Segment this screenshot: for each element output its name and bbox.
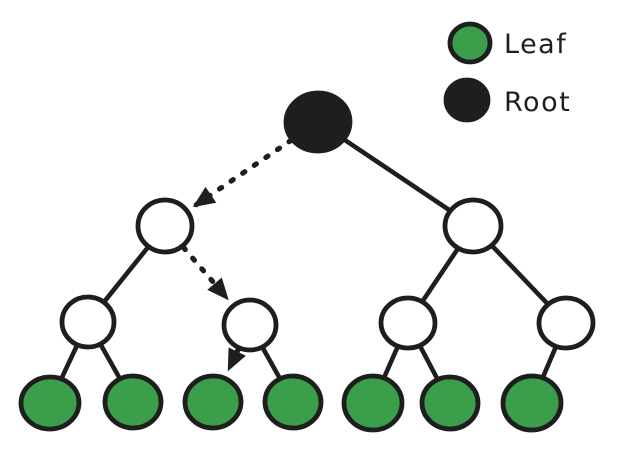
legend-root-swatch bbox=[443, 77, 491, 123]
internal-node bbox=[378, 295, 438, 351]
leaf-node bbox=[500, 373, 564, 433]
leaf-node bbox=[18, 374, 82, 432]
nodes-layer bbox=[18, 90, 596, 433]
legend-root-label: Root bbox=[504, 87, 571, 118]
legend-leaf-swatch bbox=[447, 21, 493, 65]
leaf-node bbox=[102, 373, 164, 431]
tree-edge bbox=[99, 343, 122, 380]
internal-node bbox=[442, 197, 504, 255]
traversal-arrow bbox=[191, 137, 294, 209]
leaf-node bbox=[262, 373, 324, 431]
traversal-arrow bbox=[226, 347, 246, 373]
internal-node bbox=[59, 294, 117, 350]
tree-edge bbox=[382, 346, 400, 378]
tree-edge bbox=[261, 346, 282, 380]
tree-edge bbox=[541, 346, 558, 378]
tree-edge bbox=[418, 345, 439, 380]
tree-edge bbox=[342, 137, 452, 213]
internal-node bbox=[536, 295, 596, 351]
legend-leaf-label: Leaf bbox=[504, 29, 567, 60]
edges-layer bbox=[60, 137, 558, 380]
legend: Leaf Root bbox=[443, 21, 571, 123]
tree-edge bbox=[421, 247, 460, 303]
root-node bbox=[283, 90, 353, 154]
tree-edge bbox=[102, 245, 150, 303]
tree-edge bbox=[60, 344, 79, 379]
leaf-node bbox=[341, 373, 405, 433]
internal-node bbox=[135, 197, 195, 255]
tree-edge bbox=[490, 244, 549, 306]
traversal-arrow bbox=[181, 245, 231, 302]
leaf-node bbox=[182, 373, 244, 431]
internal-node bbox=[221, 297, 279, 353]
leaf-node bbox=[419, 374, 481, 432]
